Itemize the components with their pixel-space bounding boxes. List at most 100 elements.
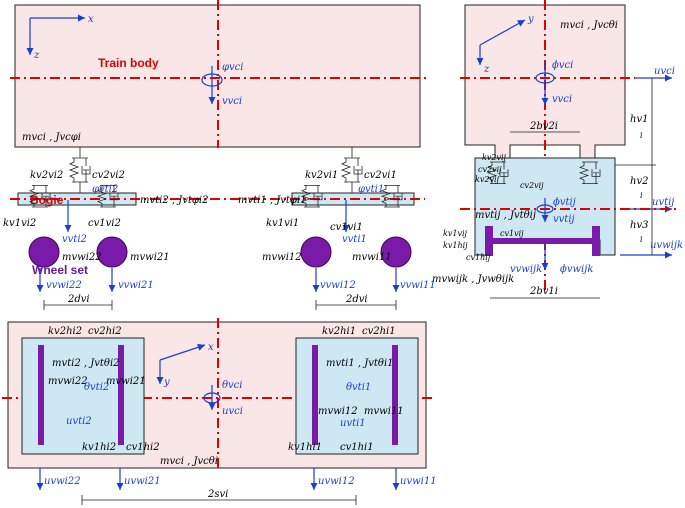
end-wheel-mass: mvwijk , Jvwθijk: [432, 274, 514, 285]
uw22: uvwi22: [44, 476, 81, 487]
cv1hij: cv1hij: [466, 253, 491, 262]
end-bogie-mass: mvtij , Jvtθij: [475, 210, 536, 221]
theta-vti1: θvti1: [346, 382, 371, 393]
vw21: vvwi21: [118, 280, 154, 291]
axis-z-label: z: [33, 50, 40, 61]
k1h-front: kv1hi1: [288, 442, 322, 453]
phi-vti1: φvti1: [358, 184, 384, 195]
v-vtij: vvtij: [553, 214, 575, 225]
k2-rear: kv2vi2: [30, 170, 63, 181]
h2: hv2: [630, 176, 648, 187]
wheel-22: [28, 236, 60, 268]
svg-text:i: i: [640, 235, 643, 244]
phi-vci-end: ϕvci: [552, 60, 573, 71]
c2h-rear: cv2hi2: [88, 326, 122, 337]
plan-axle-21: [118, 345, 124, 445]
end-axis-y: y: [527, 14, 534, 25]
plan-body-mass: mvci , Jvcθi: [160, 456, 218, 467]
vw11: vvwi11: [400, 280, 436, 291]
u-vci-end: uvci: [654, 66, 675, 77]
plan-axle-11: [392, 345, 398, 445]
wheel-11: [380, 236, 412, 268]
dim-2s: 2svi: [207, 489, 228, 500]
v-vci-end: vvci: [552, 94, 572, 105]
v-vti1: vvti1: [342, 234, 367, 245]
c1h-front: cv1hi1: [340, 442, 374, 453]
dim-2b1: 2bv1i: [529, 286, 558, 297]
dim-2d-right: 2dvi: [345, 294, 368, 305]
svg-text:i: i: [640, 191, 643, 200]
k1h-rear: kv1hi2: [82, 442, 116, 453]
plan-axis-x: x: [208, 342, 214, 353]
mt-rear-plan: mvti2 , Jvtθi2: [52, 358, 120, 369]
end-axis-z: z: [483, 64, 490, 75]
u-vtij: uvtij: [652, 197, 674, 208]
kv1hij: kv1hij: [443, 241, 468, 250]
v-vci: vvci: [222, 96, 242, 107]
v-vwijk: vvwijk: [510, 264, 542, 275]
uw12: uvwi12: [318, 476, 355, 487]
svg-text:i: i: [640, 131, 643, 140]
k1-rear: kv1vi2: [3, 218, 36, 229]
mw21-plan: mvwi21: [106, 376, 146, 387]
mw21: mvwi21: [130, 252, 170, 263]
theta-vci: θvci: [222, 380, 242, 391]
vw12: vvwi12: [320, 280, 356, 291]
mw11-plan: mvwi11: [364, 406, 404, 417]
mt-front-plan: mvti1 , Jvtθi1: [326, 358, 394, 369]
kv2vij: kv2vij: [482, 153, 507, 162]
k2h-rear: kv2hi2: [48, 326, 82, 337]
u-vwijk: uvwijk: [650, 240, 683, 251]
vw22: vvwi22: [46, 280, 82, 291]
mw12-plan: mvwi12: [318, 406, 358, 417]
dim-2d-left: 2dvi: [67, 294, 90, 305]
bogie-rear-mass: mvti2 , Jvtφi2: [140, 195, 209, 206]
c2h-front: cv2hi1: [362, 326, 396, 337]
kv2vij-b: kv2vij: [475, 175, 500, 184]
wheel-12: [300, 236, 332, 268]
bogie-front-mass: mvti1 , Jvtφi1: [238, 195, 307, 206]
side-view: x z Train body φvci vvci mvci , Jvcφi kv…: [3, 0, 436, 310]
mw22: mvwi22: [62, 252, 102, 263]
axis-x-label: x: [88, 14, 94, 25]
uw11: uvwi11: [400, 476, 437, 487]
kv1vij: kv1vij: [443, 229, 468, 238]
cv1vij: cv1vij: [500, 229, 524, 238]
plan-view: x y θvci uvci mvci , Jvcθi kv2hi2 cv2hi2…: [2, 318, 437, 505]
end-view: y z mvci , Jvcθi ϕvci vvci 2bv2i uvci hv…: [432, 0, 683, 299]
phi-vtij: ϕvtij: [553, 197, 576, 208]
c1-rear: cv1vi2: [88, 218, 121, 229]
c1-front: cv1vi1: [330, 222, 363, 233]
cv2vij-b: cv2vij: [478, 165, 502, 174]
mw12: mvwi12: [262, 252, 302, 263]
phi-vci: φvci: [222, 62, 243, 73]
wheel-21: [96, 236, 128, 268]
cv2vij: cv2vij: [520, 181, 544, 190]
plan-axle-12: [312, 345, 318, 445]
end-axle: [485, 238, 600, 244]
c2-rear: cv2vi2: [92, 170, 125, 181]
phi-vti2: φvti2: [92, 184, 118, 195]
h3: hv3: [630, 220, 648, 231]
h1: hv1: [630, 114, 648, 125]
c1h-rear: cv1hi2: [126, 442, 160, 453]
u-vti2: uvti2: [66, 416, 92, 427]
mw22-plan: mvwi22: [48, 376, 88, 387]
uw21: uvwi21: [124, 476, 161, 487]
mw11: mvwi11: [352, 252, 392, 263]
body-mass-label: mvci , Jvcφi: [22, 132, 81, 143]
c2-front: cv2vi1: [364, 170, 397, 181]
u-vci-plan: uvci: [222, 406, 243, 417]
train-body-label: Train body: [98, 56, 159, 70]
k2-front: kv2vi1: [305, 170, 338, 181]
k2h-front: kv2hi1: [322, 326, 356, 337]
wheelset-label: Wheel set: [32, 263, 88, 277]
dim-2b2: 2bv2i: [529, 121, 558, 132]
plan-axis-y: y: [163, 377, 170, 388]
plan-axle-22: [38, 345, 44, 445]
k1-front: kv1vi1: [266, 218, 299, 229]
theta-vti2: θvti2: [84, 382, 109, 393]
v-vti2: vvti2: [62, 234, 87, 245]
